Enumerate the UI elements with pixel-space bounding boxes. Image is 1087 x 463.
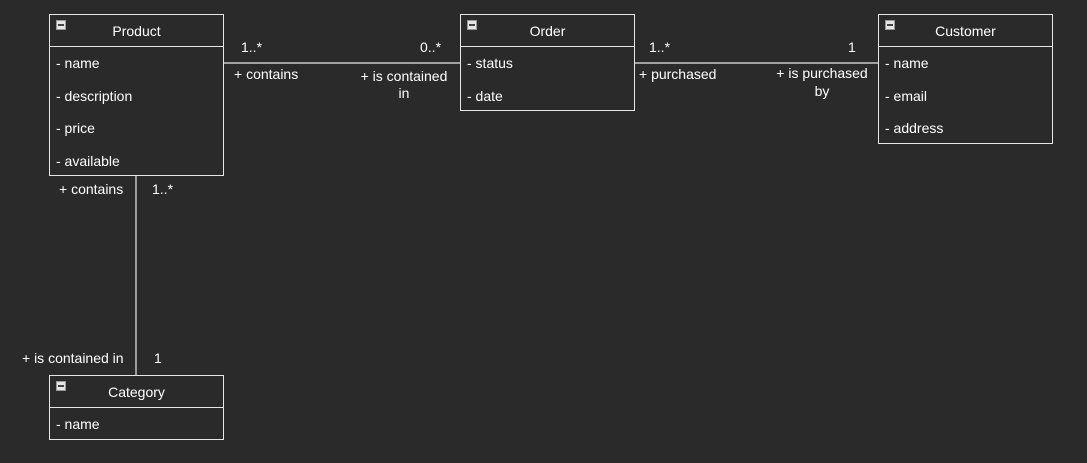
multiplicity-label: 1..* — [152, 181, 174, 197]
attribute[interactable]: - address — [885, 120, 944, 136]
role-label: + contains — [234, 66, 299, 82]
attribute[interactable]: - email — [885, 87, 928, 104]
role-label: in — [398, 85, 410, 101]
collapse-icon[interactable] — [56, 381, 66, 391]
class-category[interactable]: Category - name — [49, 375, 224, 440]
class-name: Category — [108, 383, 165, 400]
role-label: by — [814, 83, 830, 99]
class-product[interactable]: Product - name - description - price - a… — [49, 14, 224, 176]
attribute-list: - name - description - price - available — [50, 47, 223, 177]
role-label: + contains — [59, 181, 124, 197]
collapse-icon[interactable] — [467, 20, 477, 30]
class-name: Customer — [935, 22, 996, 39]
attribute-list: - name — [50, 408, 223, 441]
attribute[interactable]: - name — [56, 416, 100, 432]
multiplicity-label: 0..* — [420, 39, 442, 55]
class-header[interactable]: Customer — [879, 15, 1052, 47]
multiplicity-label: 1 — [848, 39, 856, 55]
collapse-icon[interactable] — [56, 20, 66, 30]
class-order[interactable]: Order - status - date — [460, 14, 635, 111]
class-name: Product — [112, 22, 161, 39]
class-header[interactable]: Category — [50, 376, 223, 408]
collapse-icon[interactable] — [885, 20, 895, 30]
attribute-list: - status - date — [461, 47, 634, 112]
attribute[interactable]: - date — [467, 87, 503, 104]
attribute-list: - name - email - address — [879, 47, 1052, 145]
class-customer[interactable]: Customer - name - email - address — [878, 14, 1053, 144]
class-name: Order — [529, 22, 566, 39]
role-label: + is purchased — [776, 65, 868, 81]
attribute[interactable]: - description — [56, 87, 133, 104]
multiplicity-label: 1..* — [241, 39, 263, 55]
class-header[interactable]: Product — [50, 15, 223, 47]
attribute[interactable]: - name — [885, 55, 929, 71]
role-label: + purchased — [639, 66, 717, 82]
role-label: + is contained — [360, 68, 448, 84]
multiplicity-label: 1 — [154, 350, 162, 366]
class-header[interactable]: Order — [461, 15, 634, 47]
attribute[interactable]: - name — [56, 55, 100, 71]
attribute[interactable]: - available — [56, 152, 120, 169]
multiplicity-label: 1..* — [649, 39, 671, 55]
attribute[interactable]: - status — [467, 55, 513, 71]
role-label: + is contained in — [22, 350, 124, 366]
attribute[interactable]: - price — [56, 120, 95, 136]
